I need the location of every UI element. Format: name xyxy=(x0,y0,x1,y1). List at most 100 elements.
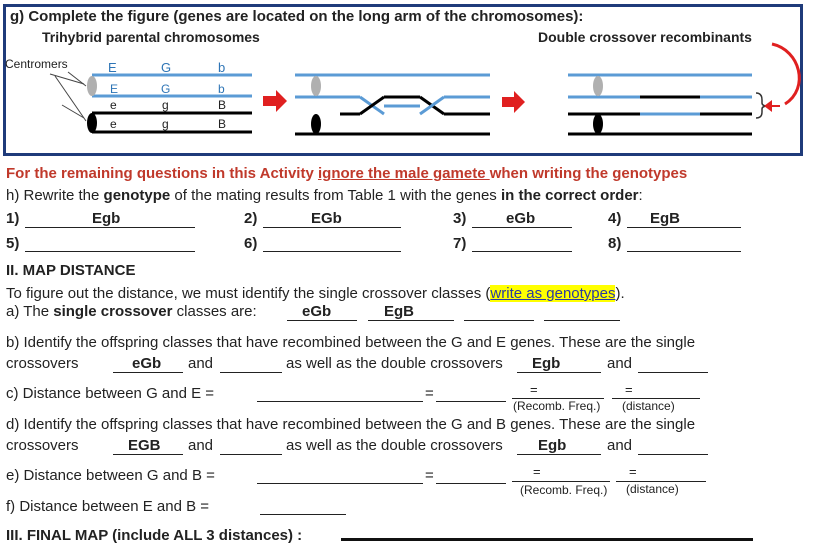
answer-line[interactable] xyxy=(436,401,506,402)
gene-label: E xyxy=(110,82,119,96)
answer-line[interactable] xyxy=(627,251,741,252)
a-value: EgB xyxy=(384,303,414,320)
answer-line[interactable] xyxy=(220,454,282,455)
equals-sign: = xyxy=(629,464,637,479)
answer-line[interactable] xyxy=(113,372,183,373)
genotype-value: Egb xyxy=(92,210,121,227)
gene-label: e xyxy=(110,117,117,131)
answer-line[interactable] xyxy=(512,398,604,399)
a-question: a) The single crossover classes are: xyxy=(6,303,257,320)
centromere-icon xyxy=(311,76,321,96)
right-arrow-icon xyxy=(502,91,525,113)
highlighted-text: write as genotypes xyxy=(490,285,616,302)
d-mid: as well as the double crossovers xyxy=(286,437,503,454)
answer-line[interactable] xyxy=(436,483,506,484)
final-map-heading: III. FINAL MAP (include ALL 3 distances)… xyxy=(6,527,303,544)
h-bold: in the correct order xyxy=(500,187,639,204)
genotype-num: 5) xyxy=(6,235,20,252)
answer-line[interactable] xyxy=(257,483,423,484)
h-text: : xyxy=(638,187,643,204)
d-value: Egb xyxy=(538,437,567,454)
genotype-value: eGb xyxy=(506,210,536,227)
crossover-line xyxy=(359,95,385,116)
h-text: of the mating results from Table 1 with … xyxy=(170,187,501,204)
gene-label: B xyxy=(218,117,227,131)
b-value: Egb xyxy=(532,355,561,372)
a-bold: single crossover xyxy=(53,303,173,320)
d-value: EGB xyxy=(128,437,161,454)
answer-line[interactable] xyxy=(260,514,346,515)
e-question: e) Distance between G and B = xyxy=(6,467,215,484)
genotype-num: 7) xyxy=(453,235,467,252)
answer-line[interactable] xyxy=(517,372,601,373)
centromere-icon xyxy=(87,113,97,133)
answer-line[interactable] xyxy=(472,227,572,228)
centromere-icon xyxy=(593,76,603,96)
b-and: and xyxy=(607,355,633,372)
b-mid: as well as the double crossovers xyxy=(286,355,503,372)
note-line: For the remaining questions in this Acti… xyxy=(6,165,687,182)
f-question: f) Distance between E and B = xyxy=(6,498,210,515)
recomb-freq-label: (Recomb. Freq.) xyxy=(520,483,608,497)
equals-sign: = xyxy=(425,467,434,484)
answer-line[interactable] xyxy=(638,454,708,455)
note-suffix: when writing the genotypes xyxy=(489,165,688,182)
answer-line[interactable] xyxy=(612,398,700,399)
gene-label: e xyxy=(110,98,117,112)
chromosome-figure xyxy=(49,42,801,136)
b-crossovers-label: crossovers xyxy=(6,355,79,372)
b-value: eGb xyxy=(132,355,162,372)
answer-line[interactable] xyxy=(263,251,401,252)
gene-label: b xyxy=(218,60,226,75)
equals-sign: = xyxy=(425,385,434,402)
note-prefix: For the remaining questions in this Acti… xyxy=(6,165,318,182)
answer-line[interactable] xyxy=(368,320,454,321)
crossover-line xyxy=(419,95,445,116)
answer-line[interactable] xyxy=(627,227,741,228)
genotype-value: EGb xyxy=(311,210,342,227)
a-text: classes are: xyxy=(172,303,257,320)
intro-text: ). xyxy=(615,285,625,302)
gene-label: g xyxy=(162,117,169,131)
figure-title: g) Complete the figure (genes are locate… xyxy=(10,8,584,25)
answer-line[interactable] xyxy=(638,372,708,373)
final-map-line[interactable] xyxy=(341,538,753,541)
b-and: and xyxy=(188,355,214,372)
answer-line[interactable] xyxy=(287,320,357,321)
c-question: c) Distance between G and E = xyxy=(6,385,215,402)
answer-line[interactable] xyxy=(472,251,572,252)
answer-line[interactable] xyxy=(512,481,610,482)
a-text: a) The xyxy=(6,303,54,320)
d-and: and xyxy=(607,437,633,454)
distance-label: (distance) xyxy=(626,482,679,496)
note-underlined: ignore the male gamete xyxy=(317,165,490,182)
right-caption: Double crossover recombinants xyxy=(538,29,752,45)
genotype-num: 8) xyxy=(608,235,622,252)
answer-line[interactable] xyxy=(544,320,620,321)
section-heading: II. MAP DISTANCE xyxy=(6,262,136,279)
centromere-icon xyxy=(311,114,321,134)
answer-line[interactable] xyxy=(25,227,195,228)
gene-label: E xyxy=(108,60,117,75)
equals-sign: = xyxy=(625,382,633,397)
h-text: h) Rewrite the xyxy=(6,187,104,204)
answer-line[interactable] xyxy=(464,320,534,321)
equals-sign: = xyxy=(533,464,541,479)
d-crossovers-label: crossovers xyxy=(6,437,79,454)
equals-sign: = xyxy=(530,382,538,397)
answer-line[interactable] xyxy=(257,401,423,402)
answer-line[interactable] xyxy=(263,227,401,228)
answer-line[interactable] xyxy=(220,372,282,373)
pointer-line xyxy=(61,104,85,119)
answer-line[interactable] xyxy=(616,481,706,482)
gene-label: b xyxy=(218,82,225,96)
pointer-line xyxy=(67,71,87,87)
answer-line[interactable] xyxy=(25,251,195,252)
d-question: d) Identify the offspring classes that h… xyxy=(6,416,696,433)
figure-box xyxy=(3,4,803,156)
answer-line[interactable] xyxy=(113,454,183,455)
a-value: eGb xyxy=(302,303,332,320)
left-caption: Trihybrid parental chromosomes xyxy=(42,29,260,45)
answer-line[interactable] xyxy=(517,454,601,455)
left-arrow-icon xyxy=(764,100,772,112)
